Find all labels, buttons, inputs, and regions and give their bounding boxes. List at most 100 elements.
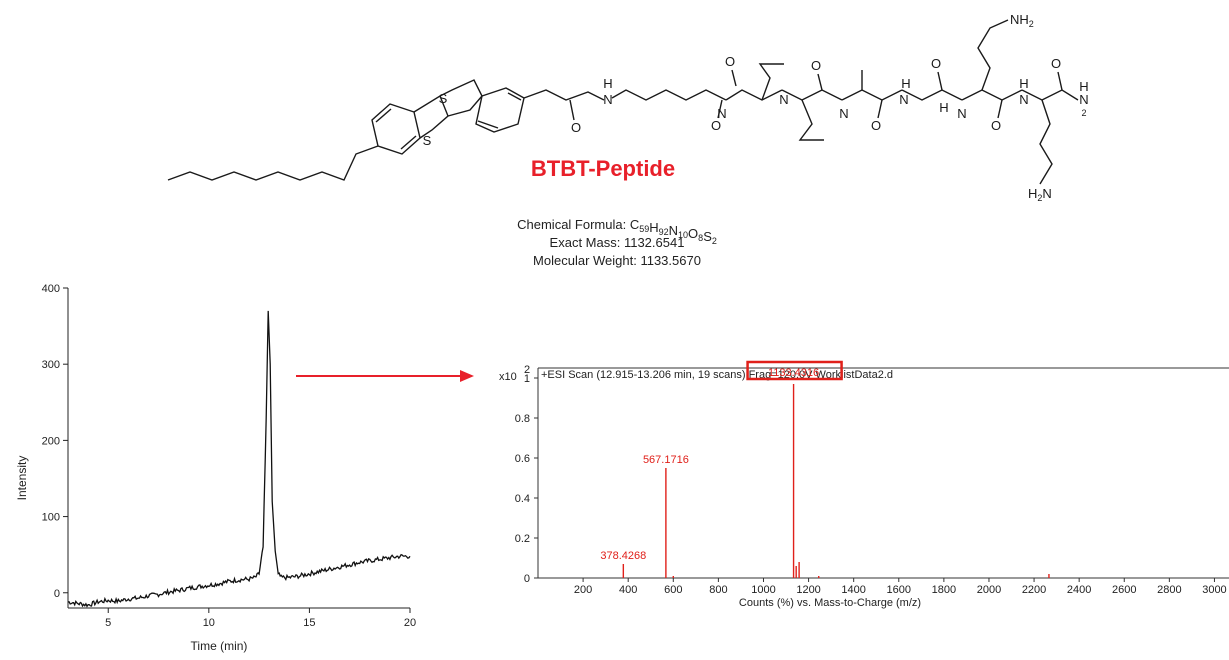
formula-subscript: 59 — [639, 224, 649, 234]
ring-a-double-bond-1 — [375, 108, 392, 123]
gly-h-label: H — [939, 100, 948, 115]
formula-subscript: 8 — [698, 233, 703, 243]
ms-peak-label: 378.4268 — [600, 550, 646, 562]
hplc-trace-line — [67, 310, 411, 608]
ala-backbone — [841, 89, 903, 101]
lys-nh2-label: NH2 — [1010, 12, 1034, 29]
benzene-ring-a — [371, 103, 421, 155]
amide-n-label-6: N — [957, 106, 966, 121]
ms-x-tick-label: 1400 — [841, 584, 865, 596]
ms-x-tick-label: 200 — [574, 584, 592, 596]
ring-a-double-bond-2 — [400, 135, 417, 150]
exact-mass: Exact Mass: 1132.6541 — [550, 235, 685, 250]
ms-peak-highlight-box — [746, 360, 843, 381]
ms-x-tick-label: 3000 — [1202, 584, 1226, 596]
amide-n-label-2: N — [717, 106, 726, 121]
ms-x-tick-label: 2400 — [1067, 584, 1091, 596]
ms-y-tick-label: 0.6 — [515, 453, 530, 465]
ms-x-tick-label: 800 — [709, 584, 727, 596]
carbonyl-1-bond — [569, 99, 575, 121]
amide-n-label-3: N — [779, 92, 788, 107]
arrow-head — [460, 370, 474, 382]
carbonyl-o-label-1: O — [571, 120, 581, 135]
hplc-x-tick-label: 20 — [404, 617, 416, 629]
hplc-y-tick-label: 100 — [42, 512, 60, 524]
val-2-sidechain — [798, 99, 824, 141]
amide-h-label-5: H — [901, 76, 910, 91]
carbonyl-o-label-5: O — [871, 118, 881, 133]
ms-y-tick-label: 0.8 — [515, 413, 530, 425]
lys-2-backbone — [1021, 89, 1079, 101]
lys-1-sidechain — [977, 19, 1009, 91]
aminohexanoyl-chain — [611, 89, 727, 101]
hplc-x-tick-label: 15 — [303, 617, 315, 629]
hplc-x-tick-label: 5 — [105, 617, 111, 629]
thiophene-ring-2 — [439, 79, 483, 117]
gly-carbonyl-bond — [937, 71, 943, 91]
hplc-y-tick-label: 300 — [42, 359, 60, 371]
compound-name: BTBT-Peptide — [531, 156, 675, 181]
formula-subscript: 92 — [659, 227, 669, 237]
gly-backbone — [901, 89, 963, 101]
val-1-backbone — [725, 89, 783, 101]
ms-x-tick-label: 1200 — [796, 584, 820, 596]
amide-n-label-5: N — [899, 92, 908, 107]
carbonyl-o-label-2: O — [711, 118, 721, 133]
hplc-x-axis-label: Time (min) — [191, 639, 248, 653]
atom-labels: S S O N H O O N N O N O N H O H N O N H … — [423, 12, 1089, 203]
benzene-ring-b — [475, 87, 525, 133]
val-1-carbonyl-bond — [731, 69, 737, 87]
formula-subscript: 10 — [678, 230, 688, 240]
terminal-h-label: H — [1079, 79, 1088, 94]
ms-x-tick-label: 1600 — [887, 584, 911, 596]
carbonyl-o-label-3: O — [725, 54, 735, 69]
val-2-backbone — [781, 89, 843, 101]
lys-1-carbonyl-bond — [997, 99, 1003, 119]
thiophene-s-label-1: S — [439, 91, 448, 106]
lys-2-sidechain — [1039, 99, 1053, 185]
formula-subscript: 2 — [712, 236, 717, 246]
amide-n-label-1: N — [603, 92, 612, 107]
hplc-y-tick-label: 0 — [54, 588, 60, 600]
ms-x-axis-label: Counts (%) vs. Mass-to-Charge (m/z) — [739, 597, 921, 609]
ms-x-tick-label: 400 — [619, 584, 637, 596]
butanoyl-linker — [523, 89, 605, 101]
carbonyl-o-label-7: O — [991, 118, 1001, 133]
ms-x-tick-label: 600 — [664, 584, 682, 596]
h2n-subscript: 2 — [1037, 193, 1042, 203]
chemical-formula: Chemical Formula: C59H92N10O8S2 — [517, 217, 717, 246]
formula-prefix: Chemical Formula: — [517, 217, 630, 232]
hplc-y-tick-label: 400 — [42, 283, 60, 295]
terminal-subscript: 2 — [1081, 108, 1086, 118]
formula-element: N — [669, 223, 678, 238]
ala-carbonyl-bond — [877, 99, 883, 119]
h2n-h-text: H — [1028, 186, 1037, 201]
ms-x-tick-label: 2200 — [1022, 584, 1046, 596]
ms-y-tick-label: 1 — [524, 373, 530, 385]
hplc-x-tick-label: 10 — [203, 617, 215, 629]
carbonyl-o-label-6: O — [931, 56, 941, 71]
formula-element: O — [688, 226, 698, 241]
octyl-chain — [167, 145, 379, 181]
amide-h-label-1: H — [603, 76, 612, 91]
val-1-sidechain — [758, 63, 784, 101]
h2n-label: H2N — [1028, 186, 1052, 203]
ms-x-tick-label: 2800 — [1157, 584, 1181, 596]
h2n-n-text: N — [1042, 186, 1051, 201]
ms-x-tick-label: 2600 — [1112, 584, 1136, 596]
terminal-n-label: N — [1079, 92, 1088, 107]
ms-peak-label: 1133.4316 — [768, 367, 819, 379]
molecular-weight: Molecular Weight: 1133.5670 — [533, 253, 701, 268]
val-2-carbonyl-bond — [817, 73, 823, 91]
hplc-y-tick-label: 200 — [42, 435, 60, 447]
formula-element: C — [630, 217, 639, 232]
lys-nh2-subscript: 2 — [1029, 19, 1034, 29]
ring-b-double-bond-2 — [477, 120, 499, 129]
carbonyl-o-label-8: O — [1051, 56, 1061, 71]
lys-2-carbonyl-bond — [1057, 71, 1063, 91]
lys-nh2-text: NH — [1010, 12, 1029, 27]
hplc-y-axis-label: Intensity — [15, 456, 29, 501]
ms-y-tick-label: 0.4 — [515, 493, 530, 505]
ms-y-multiplier: x10 — [499, 371, 517, 383]
